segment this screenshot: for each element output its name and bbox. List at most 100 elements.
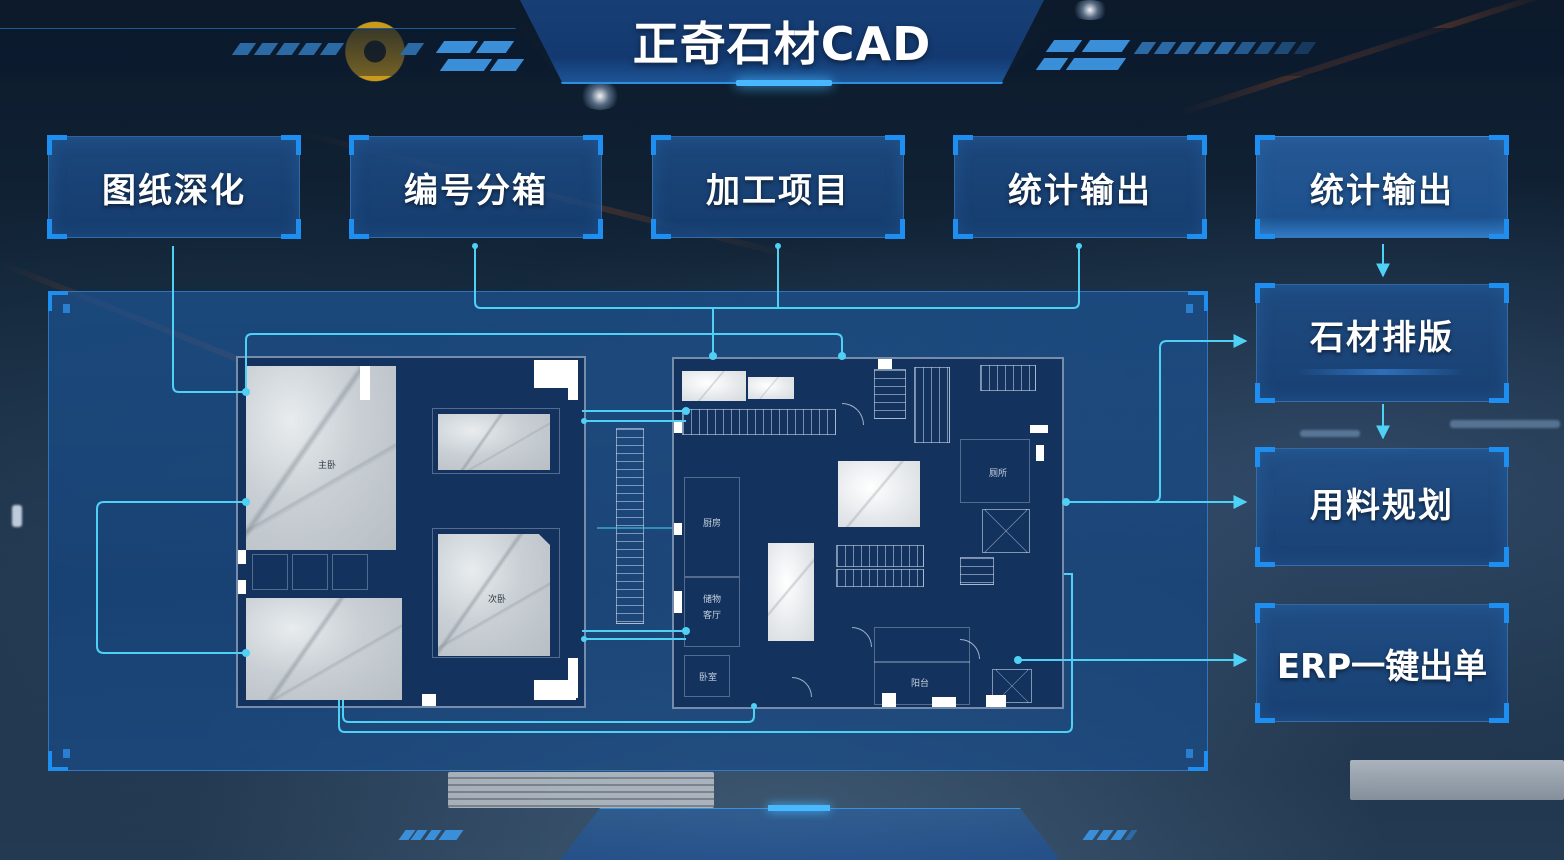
corner-bracket <box>1489 219 1509 239</box>
deco-stripe <box>1253 42 1277 54</box>
footer-plate <box>560 808 1060 860</box>
wall-segment <box>568 360 578 400</box>
fixture-x <box>982 509 1030 553</box>
corner-bracket <box>1489 283 1509 303</box>
module-statistics-output[interactable]: 统计输出 <box>953 135 1207 239</box>
corner-bracket <box>1188 291 1208 311</box>
deco-stripe <box>297 43 323 55</box>
corner-bracket <box>1255 283 1275 303</box>
corner-bracket <box>1489 703 1509 723</box>
wall-segment <box>878 359 892 369</box>
marble-slab[interactable]: 主卧 <box>246 366 396 550</box>
deco-stripe <box>399 43 425 55</box>
room-outline: 储物 客厅 <box>684 577 740 647</box>
corner-bracket <box>1489 547 1509 567</box>
corner-bracket <box>281 219 301 239</box>
room-outline: 厕所 <box>960 439 1030 503</box>
bg-ceiling-light <box>578 82 622 110</box>
wall-segment <box>674 523 682 535</box>
wall-segment <box>674 591 682 613</box>
corner-bracket <box>1187 219 1207 239</box>
room-label: 主卧 <box>318 461 337 471</box>
corner-bracket <box>953 219 973 239</box>
deco-stripe <box>1273 42 1297 54</box>
marble-slab[interactable] <box>682 371 746 401</box>
module-label: 图纸深化 <box>102 170 246 211</box>
deco-stripe <box>1213 42 1237 54</box>
corner-dot <box>1186 304 1193 313</box>
room-label: 客厅 <box>703 611 722 621</box>
marble-slab[interactable] <box>246 598 402 700</box>
marble-slab[interactable]: 次卧 <box>438 534 550 656</box>
corner-bracket <box>1255 603 1275 623</box>
corner-bracket <box>48 291 68 311</box>
corner-bracket <box>47 135 67 155</box>
door-swing <box>842 403 864 425</box>
module-material-planning[interactable]: 用料规划 <box>1255 447 1509 567</box>
deco-stripe <box>1293 42 1317 54</box>
corner-bracket <box>1255 447 1275 467</box>
module-label: 石材排版 <box>1310 317 1454 358</box>
wall-segment <box>986 695 1006 707</box>
deco-stripe <box>1081 40 1131 52</box>
room-outline <box>292 554 328 590</box>
module-erp-one-click-order[interactable]: ERP一键出单 <box>1255 603 1509 723</box>
room-outline <box>252 554 288 590</box>
room-label: 储物 <box>703 595 722 605</box>
module-label: 用料规划 <box>1310 485 1454 526</box>
stairs <box>960 557 994 585</box>
door-swing <box>960 639 980 659</box>
bg-light-strip <box>1450 420 1560 428</box>
marble-slab[interactable] <box>748 377 794 399</box>
deco-stripe <box>438 830 464 840</box>
corner-bracket <box>1489 603 1509 623</box>
room-outline: 厨房 <box>684 477 740 577</box>
marble-slab[interactable] <box>438 414 550 470</box>
header-glow-bar <box>736 80 832 86</box>
module-numbering-boxing[interactable]: 编号分箱 <box>349 135 603 239</box>
deco-stripe <box>475 41 515 53</box>
floor-plan-left[interactable]: 主卧 次卧 <box>236 356 586 708</box>
module-stone-layout[interactable]: 石材排版 <box>1255 283 1509 403</box>
floor-plan-right[interactable]: 厨房 储物 客厅 卧室 厕所 阳台 <box>672 357 1064 709</box>
room-label: 厨房 <box>703 519 722 529</box>
underglow <box>1297 369 1467 375</box>
module-statistics-output-right[interactable]: 统计输出 <box>1255 135 1509 239</box>
corner-bracket <box>1255 135 1275 155</box>
bg-ceiling-light <box>1070 0 1110 20</box>
corner-bracket <box>583 135 603 155</box>
module-drawing-deepening[interactable]: 图纸深化 <box>47 135 301 239</box>
corner-bracket <box>1489 135 1509 155</box>
corner-bracket <box>953 135 973 155</box>
deco-stripe <box>1133 42 1157 54</box>
module-label: 统计输出 <box>1008 170 1152 211</box>
wall-segment <box>422 694 436 706</box>
deco-stripe <box>435 41 479 53</box>
module-label: 编号分箱 <box>404 170 548 211</box>
bg-wall-light <box>12 505 22 527</box>
module-label: ERP一键出单 <box>1276 646 1488 687</box>
corner-bracket <box>349 219 369 239</box>
deco-stripe <box>319 43 345 55</box>
wall-segment <box>1036 445 1044 461</box>
stairs <box>980 365 1036 391</box>
module-processing-items[interactable]: 加工项目 <box>651 135 905 239</box>
wall-segment <box>882 693 896 707</box>
stairs <box>874 369 906 419</box>
deco-stripe <box>1045 40 1083 52</box>
marble-slab[interactable] <box>768 543 814 641</box>
marble-slab[interactable] <box>838 461 920 527</box>
corner-dot <box>63 749 70 758</box>
corner-bracket <box>1255 383 1275 403</box>
bg-workbench <box>1350 760 1564 800</box>
footer-glow-bar <box>768 805 830 811</box>
room-outline <box>874 627 970 663</box>
room-label: 卧室 <box>699 673 718 683</box>
module-label: 加工项目 <box>706 170 850 211</box>
room-label: 次卧 <box>488 595 507 605</box>
stairs <box>836 569 924 587</box>
door-swing <box>792 677 812 697</box>
header-plate <box>520 0 1044 82</box>
room-outline <box>432 408 560 474</box>
corner-bracket <box>1255 547 1275 567</box>
